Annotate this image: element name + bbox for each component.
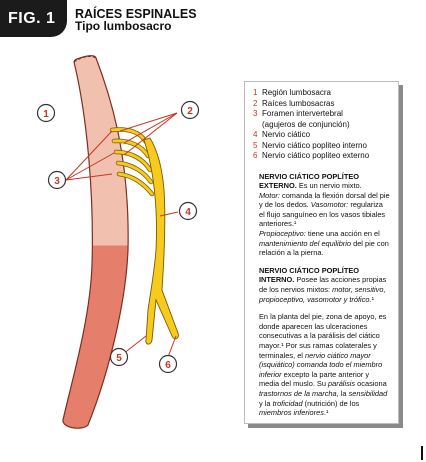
legend-item: 5 Nervio ciático popliteo interno — [253, 141, 390, 152]
callout-6-label: 6 — [165, 360, 171, 371]
text-run: , la — [336, 388, 349, 398]
legend-item: 4 Nervio ciático — [253, 130, 390, 141]
text-run: comanda la flexión dorsal del pie y de l… — [259, 190, 390, 210]
external-heading: NERVIO CIÁTICO POPLÍTEO EXTERNO. — [259, 171, 360, 191]
plantar-text: En la planta del pie, zona de apoyo, es … — [259, 312, 390, 418]
plantar-section: En la planta del pie, zona de apoyo, es … — [259, 312, 390, 418]
legend-label: (agujeros de conjunción) — [262, 119, 350, 129]
legend-item: (agujeros de conjunción) — [253, 120, 390, 131]
figure-tab-label: FIG. 1 — [8, 9, 56, 27]
callout-4-label: 4 — [185, 207, 191, 218]
callout-1: 1 — [36, 103, 56, 123]
text-run: ocasiona — [355, 379, 387, 389]
callout-5: 5 — [109, 347, 129, 367]
text-cursor — [421, 446, 423, 460]
text-run: Es un nervio mixto. — [296, 181, 362, 191]
text-run: tiene una acción en el — [305, 229, 380, 239]
legend-num — [253, 120, 262, 131]
callout-5-label: 5 — [116, 353, 122, 364]
text-run: miembros inferiores — [259, 408, 324, 418]
callout-6: 6 — [158, 354, 178, 374]
text-run: excepto la parte anterior y media del mu… — [259, 369, 370, 389]
text-run: troficidad — [272, 398, 303, 408]
internal-nerve-section: NERVIO CIÁTICO POPLÍTEO INTERNO. Posee l… — [259, 266, 390, 304]
sciatic-nerve — [143, 137, 179, 345]
legend-label: Foramen intervertebral — [262, 109, 343, 118]
legend-item: 1 Región lumbosacra — [253, 88, 390, 99]
legend-num: 5 — [253, 140, 258, 150]
callout-2: 2 — [180, 100, 200, 120]
text-run: motor, sensitivo, propioceptivo, vasomot… — [259, 285, 386, 304]
figure-title: RAÍCES ESPINALES — [75, 7, 197, 21]
internal-heading: NERVIO CIÁTICO POPLÍTEO INTERNO. — [259, 265, 360, 285]
text-run: parálisis — [328, 379, 356, 389]
text-run: ¹ — [371, 294, 375, 304]
text-run: y la — [259, 398, 273, 408]
text-run: Vasomotor: — [310, 200, 349, 210]
legend-label: Nervio ciático popliteo interno — [262, 140, 367, 150]
legend-label: Región lumbosacra — [262, 88, 331, 97]
legend-label: Nervio ciático — [262, 130, 311, 139]
legend-num: 4 — [253, 130, 258, 139]
info-panel: 1 Región lumbosacra 2 Raíces lumbosacras 3… — [244, 81, 399, 424]
text-run: regulariza el flujo sanguíneo en los vas… — [259, 200, 386, 229]
callout-1-label: 1 — [43, 109, 49, 120]
figure-title-block: RAÍCES ESPINALES Tipo lumbosacro — [75, 8, 197, 32]
legend-label: Raíces lumbosacras — [262, 98, 335, 108]
legend-num: 6 — [253, 151, 258, 160]
legend-list: 1 Región lumbosacra 2 Raíces lumbosacras 3… — [253, 88, 390, 162]
text-run: nervio ciático mayor (isquiático) comand… — [259, 350, 383, 379]
legend-num: 2 — [253, 98, 258, 108]
internal-nerve-text: NERVIO CIÁTICO POPLÍTEO INTERNO. Posee l… — [259, 266, 390, 304]
callout-2-label: 2 — [187, 106, 193, 117]
spinal-column-top-edge — [73, 55, 97, 63]
text-run: mantenimiento del equilibrio — [259, 238, 352, 248]
callout-lines — [65, 112, 179, 358]
callout-3: 3 — [47, 170, 67, 190]
external-nerve-text: NERVIO CIÁTICO POPLÍTEO EXTERNO. Es un n… — [259, 172, 390, 258]
legend-item: 2 Raíces lumbosacras — [253, 99, 390, 110]
spinal-column — [62, 55, 129, 429]
text-run: sensibilidad — [348, 388, 388, 398]
legend-item: 3 Foramen intervertebral — [253, 109, 390, 120]
external-nerve-section: NERVIO CIÁTICO POPLÍTEO EXTERNO. Es un n… — [259, 172, 390, 258]
text-run: Motor: — [259, 190, 280, 200]
text-run: del pie con relación a la pierna. — [259, 238, 389, 258]
callout-3-label: 3 — [54, 176, 60, 187]
legend-num: 3 — [253, 109, 258, 118]
legend-label: Nervio ciático popliteo externo — [262, 151, 370, 160]
text-run: En la planta del pie, zona de apoyo, es … — [259, 312, 387, 360]
text-run: Posee las acciones propias de los nervio… — [259, 275, 387, 295]
text-run: Propioceptivo: — [259, 229, 306, 239]
legend-item: 6 Nervio ciático popliteo externo — [253, 151, 390, 162]
text-run: (nutrición) de los — [302, 398, 360, 408]
text-run: .¹ — [323, 408, 329, 418]
figure-tab: FIG. 1 — [0, 0, 67, 37]
text-run: trastornos de la marcha — [259, 388, 337, 398]
figure-subtitle: Tipo lumbosacro — [75, 19, 172, 33]
callout-4: 4 — [178, 201, 198, 221]
legend-num: 1 — [253, 88, 258, 97]
